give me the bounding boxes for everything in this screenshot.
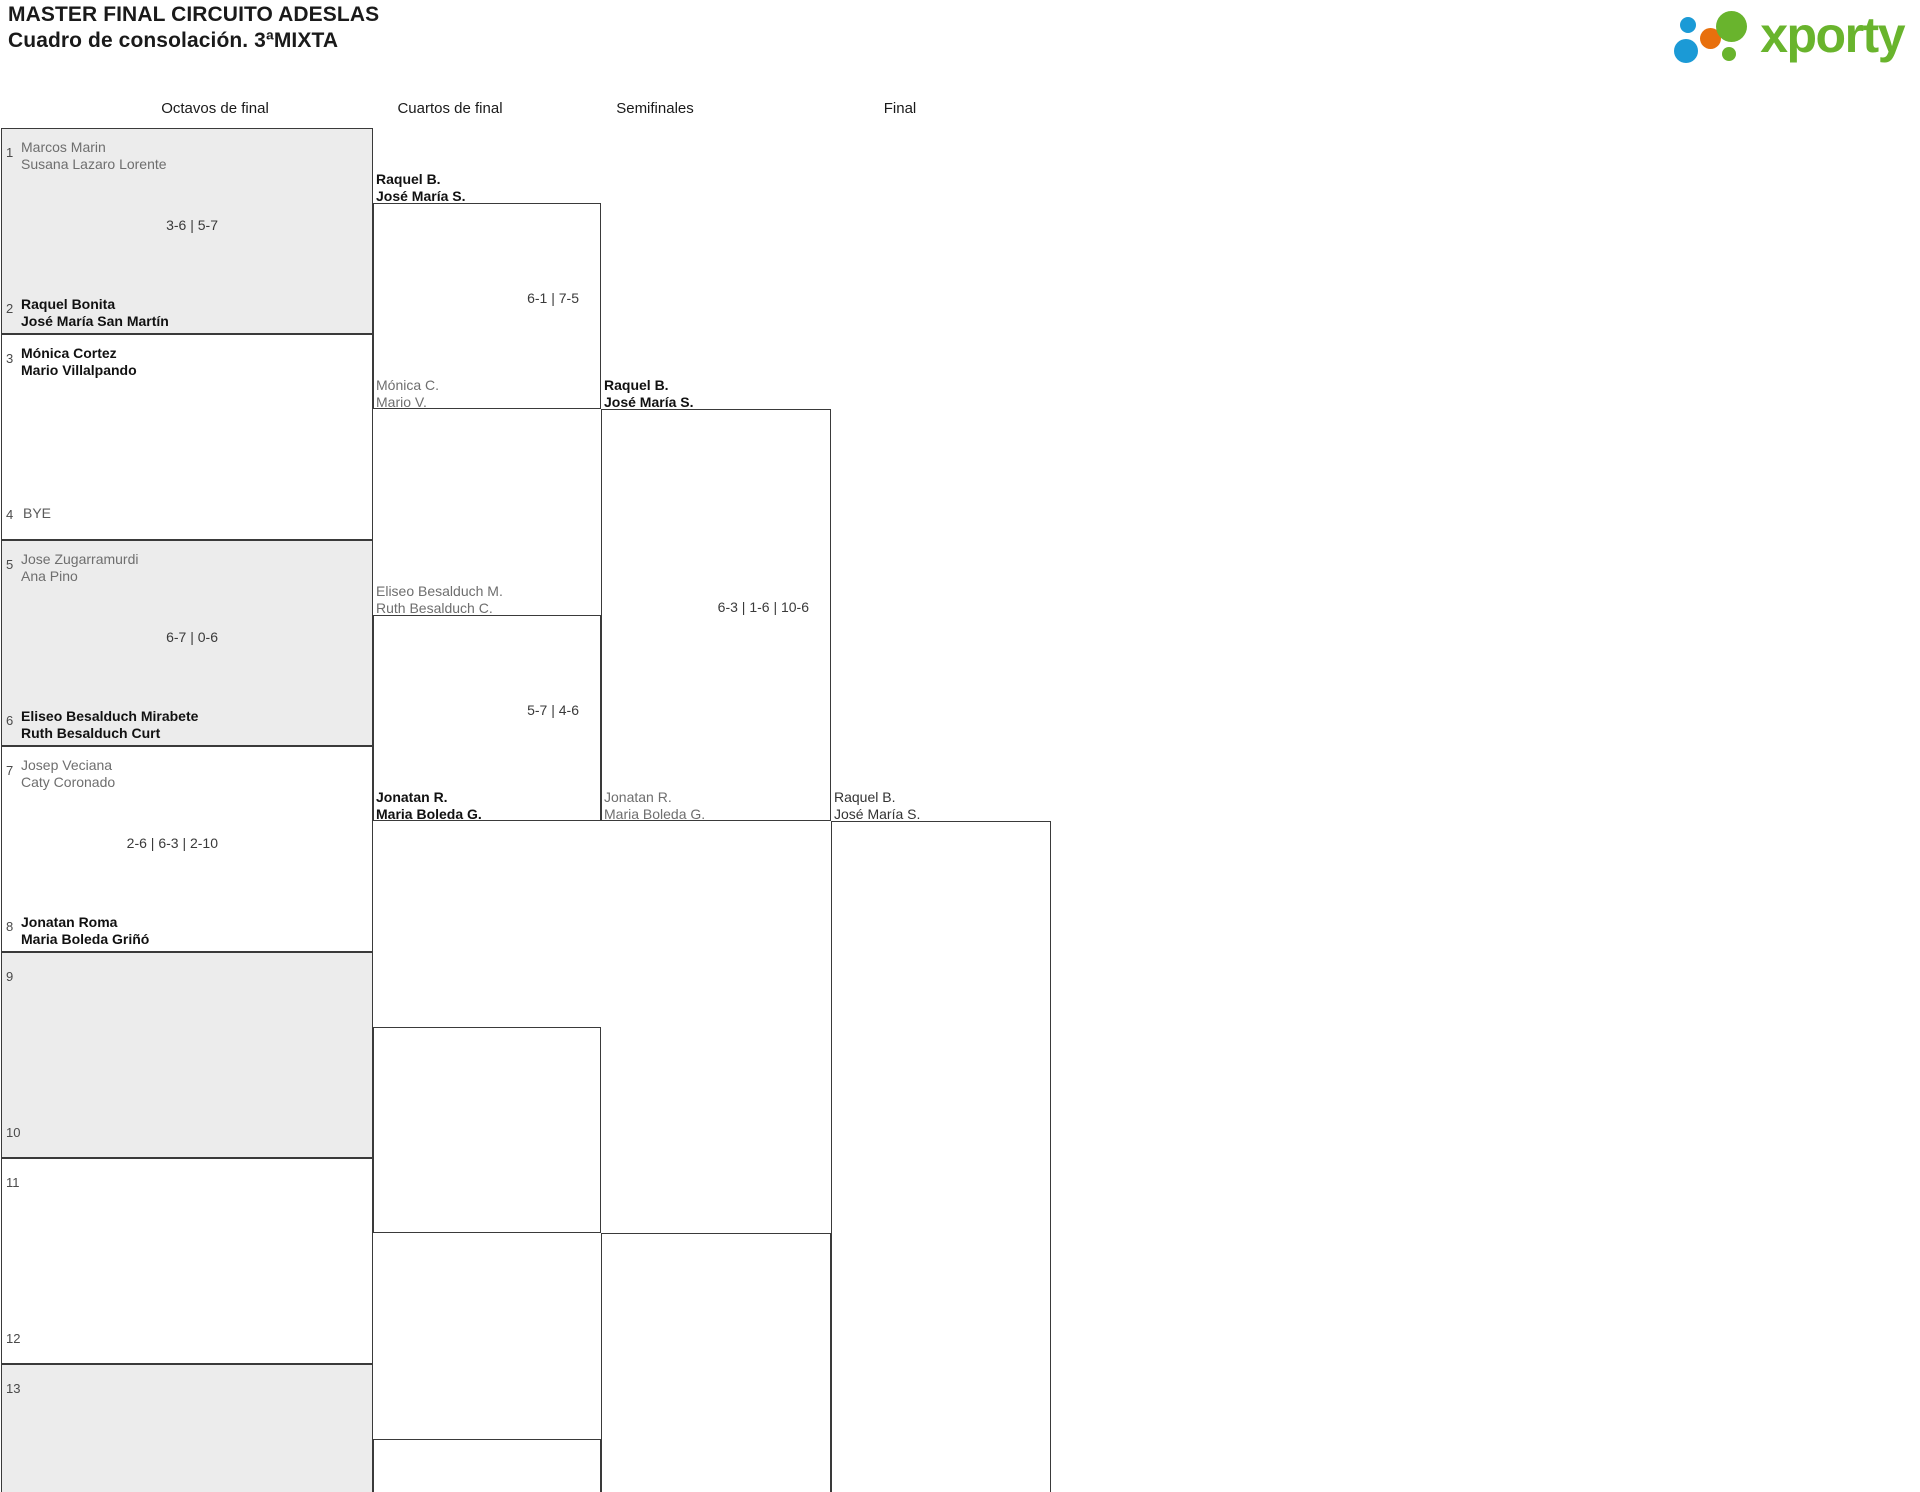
seed-number: 3	[6, 351, 14, 366]
cuartos-match-1[interactable]	[373, 203, 601, 409]
seed-number: 10	[6, 1125, 21, 1140]
player-name-2: Ana Pino	[21, 568, 78, 584]
player-name-2: José María S.	[834, 806, 921, 822]
cuartos-match-2[interactable]	[373, 615, 601, 821]
player-name-1: Jose Zugarramurdi	[21, 551, 139, 567]
round-header-octavos: Octavos de final	[161, 100, 269, 117]
logo-dot-blue-large-icon	[1674, 39, 1699, 63]
logo-dot-orange-icon	[1700, 28, 1722, 49]
seed-number: 4	[6, 507, 14, 522]
player-name-1: Marcos Marin	[21, 139, 106, 155]
cuartos-match-4[interactable]	[373, 1439, 601, 1492]
seed-number: 8	[6, 919, 14, 934]
logo-dot-green-small-icon	[1722, 47, 1737, 61]
player-name-1: Raquel B.	[834, 789, 896, 805]
final-match[interactable]	[831, 821, 1051, 1492]
octavos-match-3[interactable]	[1, 540, 373, 746]
bye-label: BYE	[23, 505, 52, 521]
octavos-match-5[interactable]	[1, 952, 373, 1158]
player-name-1: Jonatan R.	[376, 789, 448, 805]
logo-dot-green-large-icon	[1716, 11, 1748, 42]
cuartos-team-3[interactable]: Eliseo Besalduch M.Ruth Besalduch C.	[376, 583, 503, 617]
player-name-2: Maria Boleda Griñó	[21, 931, 150, 947]
player-name-2: José María San Martín	[21, 313, 169, 329]
final-team-1[interactable]: Raquel B.José María S.	[834, 789, 920, 823]
player-name-1: Eliseo Besalduch M.	[376, 583, 503, 599]
seed-number: 6	[6, 713, 14, 728]
octavos-score-4: 2-6 | 6-3 | 2-10	[126, 835, 218, 851]
player-name-2: José María S.	[376, 188, 466, 204]
semifinal-team-2[interactable]: Jonatan R.Maria Boleda G.	[604, 789, 705, 823]
seed-number: 12	[6, 1331, 21, 1346]
seed-number: 7	[6, 763, 14, 778]
player-name-2: Maria Boleda G.	[376, 806, 482, 822]
seed-number: 13	[6, 1381, 21, 1396]
round-header-cuartos: Cuartos de final	[397, 100, 503, 117]
seed-number: 1	[6, 145, 14, 160]
seed-number: 11	[6, 1175, 20, 1190]
player-name-1: Mónica Cortez	[21, 345, 117, 361]
cuartos-score-2: 5-7 | 4-6	[527, 702, 579, 718]
player-name-1: Jonatan R.	[604, 789, 672, 805]
semifinal-team-1[interactable]: Raquel B.José María S.	[604, 377, 694, 411]
player-name-1: Raquel Bonita	[21, 296, 116, 312]
octavos-match-1[interactable]	[1, 128, 373, 334]
xporty-logo: xporty	[1672, 6, 1905, 64]
semifinal-score-1: 6-3 | 1-6 | 10-6	[717, 599, 809, 615]
cuartos-team-4[interactable]: Jonatan R.Maria Boleda G.	[376, 789, 482, 823]
octavos-match-2[interactable]	[1, 334, 373, 540]
round-header-final: Final	[883, 100, 917, 117]
seed-number: 9	[6, 969, 14, 984]
player-name-2: José María S.	[604, 394, 694, 410]
octavos-match-7[interactable]	[1, 1364, 373, 1492]
seed-number: 2	[6, 301, 14, 316]
player-name-1: Raquel B.	[604, 377, 669, 393]
octavos-match-4[interactable]	[1, 746, 373, 952]
player-name-2: Ruth Besalduch Curt	[21, 725, 161, 741]
seed-number: 5	[6, 557, 14, 572]
player-name-2: Susana Lazaro Lorente	[21, 156, 167, 172]
octavos-match-6[interactable]	[1, 1158, 373, 1364]
player-name-2: Caty Coronado	[21, 774, 116, 790]
player-name-2: Ruth Besalduch C.	[376, 600, 493, 616]
cuartos-team-1[interactable]: Raquel B.José María S.	[376, 171, 466, 205]
page-title: MASTER FINAL CIRCUITO ADESLAS Cuadro de …	[8, 2, 379, 54]
logo-wordmark: xporty	[1760, 7, 1905, 63]
tournament-name: MASTER FINAL CIRCUITO ADESLAS	[8, 3, 380, 26]
player-name-1: Jonatan Roma	[21, 914, 118, 930]
logo-dot-blue-small-icon	[1680, 17, 1697, 33]
player-name-2: Mario V.	[376, 394, 427, 410]
player-name-2: Mario Villalpando	[21, 362, 137, 378]
cuartos-team-2[interactable]: Mónica C.Mario V.	[376, 377, 439, 411]
semifinal-match-2[interactable]	[601, 1233, 831, 1492]
player-name-1: Raquel B.	[376, 171, 441, 187]
player-name-1: Mónica C.	[376, 377, 440, 393]
player-name-2: Maria Boleda G.	[604, 806, 706, 822]
semifinal-match-1[interactable]	[601, 409, 831, 821]
tournament-subtitle: Cuadro de consolación. 3ªMIXTA	[8, 29, 339, 52]
player-name-1: Josep Veciana	[21, 757, 113, 773]
cuartos-match-3[interactable]	[373, 1027, 601, 1233]
cuartos-score-1: 6-1 | 7-5	[527, 290, 579, 306]
logo-dots-icon	[1672, 7, 1756, 63]
player-name-1: Eliseo Besalduch Mirabete	[21, 708, 199, 724]
octavos-score-3: 6-7 | 0-6	[166, 629, 218, 645]
octavos-score-1: 3-6 | 5-7	[166, 217, 218, 233]
round-header-semifinales: Semifinales	[616, 100, 694, 117]
